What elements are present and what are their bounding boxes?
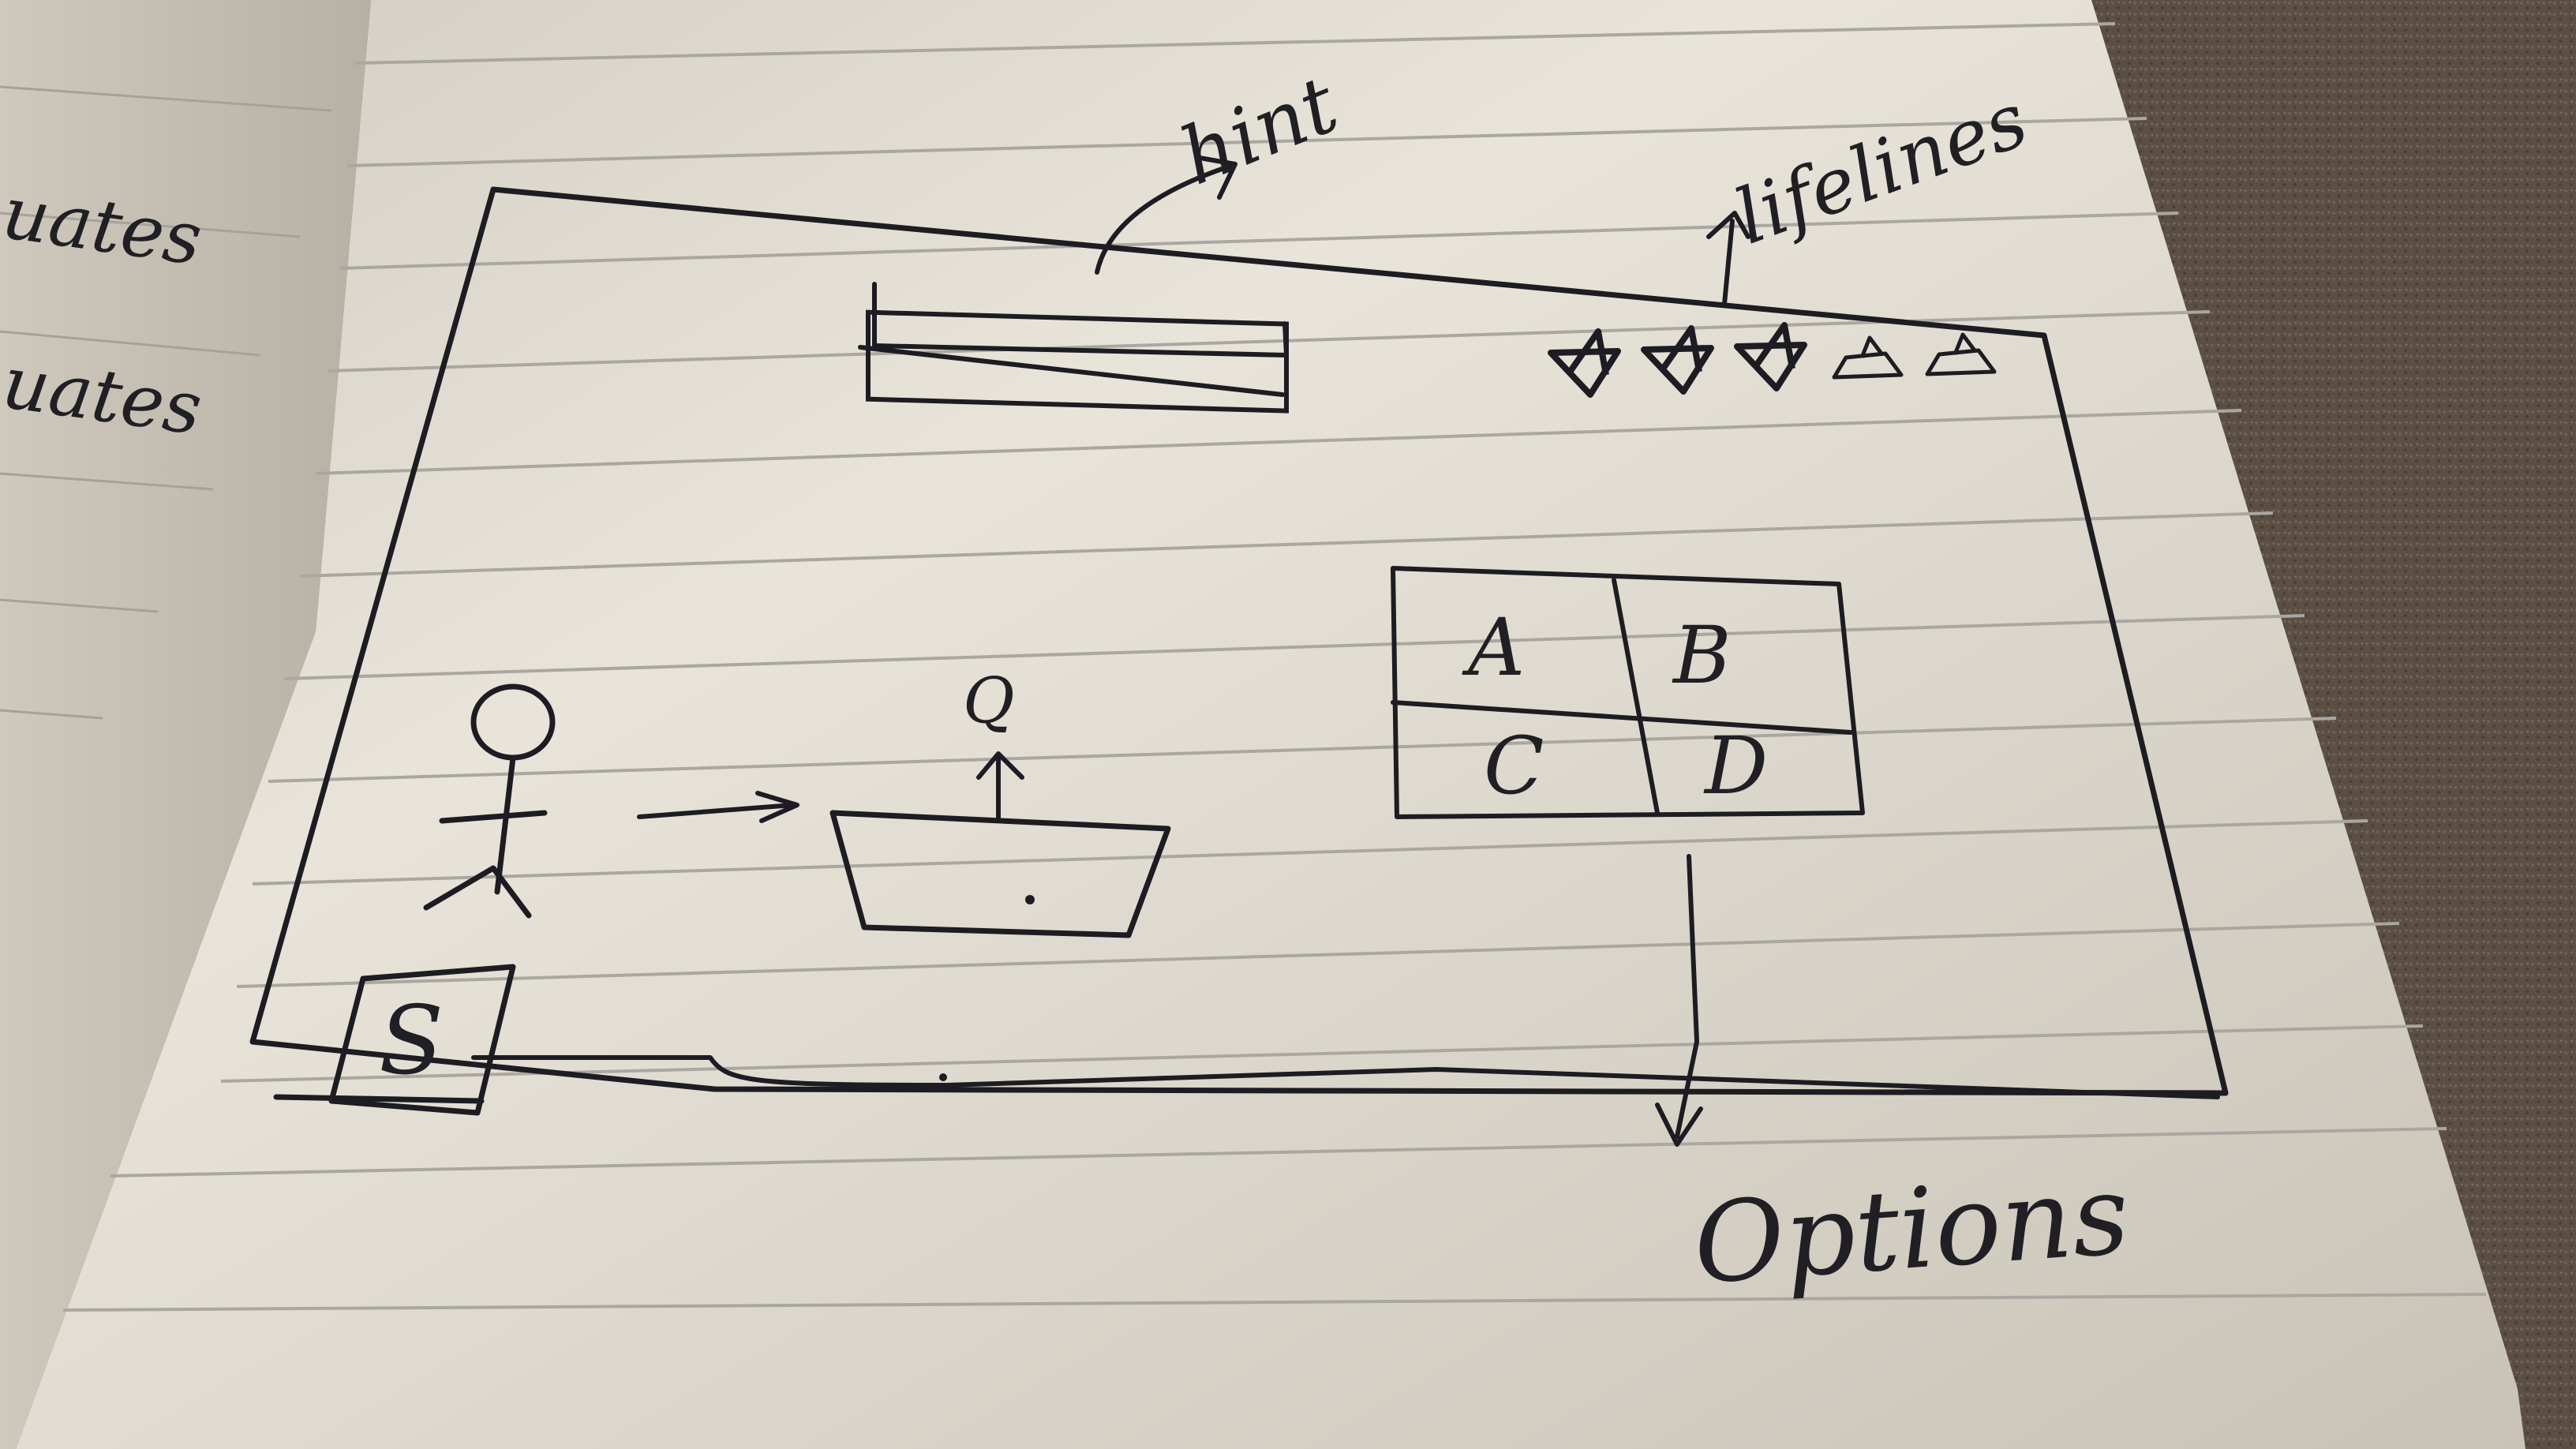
- option-c-label: C: [1484, 720, 1544, 812]
- option-b-label: B: [1672, 609, 1732, 702]
- stick-figure-player: [423, 683, 556, 919]
- corner-box-label: S: [379, 987, 444, 1096]
- lifeline-icon-3[interactable]: [1734, 322, 1807, 391]
- corner-box[interactable]: S: [273, 964, 516, 1116]
- option-cell-a[interactable]: A: [1462, 601, 1525, 694]
- options-arrow: [1655, 854, 1703, 1147]
- lifeline-icon-5[interactable]: [1925, 332, 1997, 376]
- option-cell-d[interactable]: D: [1703, 720, 1768, 812]
- option-d-label: D: [1703, 720, 1768, 812]
- question-marker-label: Q: [963, 664, 1015, 737]
- lifeline-icon-shape: [1925, 332, 1997, 376]
- lifeline-icon-4[interactable]: [1832, 335, 1904, 380]
- lifeline-icon-2[interactable]: [1641, 325, 1714, 395]
- left-page-rules: [0, 85, 332, 720]
- progress-line: [471, 1055, 2220, 1099]
- option-a-label: A: [1462, 601, 1525, 694]
- options-label: Options: [1690, 1151, 2133, 1309]
- progress-dot: [939, 1073, 947, 1081]
- lifeline-icon-shape: [1832, 335, 1904, 380]
- option-cell-b[interactable]: B: [1672, 609, 1732, 702]
- lifelines-arrow: [1706, 211, 1750, 306]
- hint-bar-box: [866, 309, 1289, 414]
- left-page: [0, 0, 371, 1449]
- screen-frame: [249, 186, 2229, 1096]
- lifelines-row: [1548, 322, 1997, 398]
- hint-arrow: [1095, 155, 1237, 275]
- podium-dot: [1025, 895, 1035, 904]
- lifeline-icon-shape: [1548, 328, 1621, 398]
- lifeline-icon-shape: [1734, 322, 1807, 391]
- options-grid: [1391, 566, 1865, 819]
- lifeline-icon-1[interactable]: [1548, 328, 1621, 398]
- podium: [829, 810, 1171, 938]
- lifeline-icon-shape: [1641, 325, 1714, 395]
- question-arrow: [976, 751, 1024, 819]
- figure-to-podium-arrow: [637, 791, 799, 823]
- option-cell-c[interactable]: C: [1484, 720, 1544, 812]
